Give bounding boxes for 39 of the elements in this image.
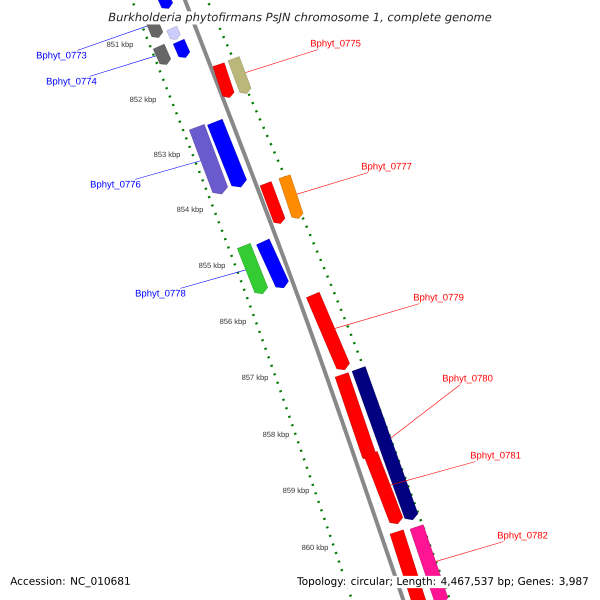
gene-block xyxy=(364,451,403,524)
gene-label: Bphyt_0777 xyxy=(362,162,412,172)
leader-line xyxy=(180,270,246,289)
gene-block xyxy=(306,292,350,370)
gene-block xyxy=(212,62,234,98)
gene-block xyxy=(228,56,252,94)
gene-block xyxy=(237,243,268,294)
leader-line xyxy=(77,26,148,51)
gene-label: Bphyt_0778 xyxy=(136,290,186,298)
leader-line xyxy=(390,384,461,438)
gene-block xyxy=(207,118,247,188)
gene-label: Bphyt_0776 xyxy=(90,180,140,190)
gene-block xyxy=(352,366,418,520)
genome-info-text: Topology: circular; Length: 4,467,537 bp; Genes: 3,987 xyxy=(296,576,590,588)
leader-line xyxy=(296,172,368,194)
gene-label: Bphyt_0782 xyxy=(498,532,548,540)
leader-line xyxy=(134,160,201,180)
gene-block xyxy=(157,0,173,9)
gene-block xyxy=(166,26,181,40)
leader-line xyxy=(245,49,318,73)
gene-block xyxy=(189,124,228,194)
gene-label: Bphyt_0774 xyxy=(46,78,96,86)
accession-text: Accession: NC_010681 xyxy=(9,576,132,588)
gene-label: Bphyt_0780 xyxy=(443,374,493,384)
gene-label: Bphyt_0773 xyxy=(36,52,86,60)
gene-block xyxy=(278,174,304,219)
gene-block xyxy=(260,181,286,224)
title: Burkholderia phytofirmans PsJN chromosome 1, complete genome xyxy=(107,11,493,25)
leader-line xyxy=(390,461,476,486)
gene-block xyxy=(153,44,171,65)
gene-block xyxy=(256,238,289,288)
leader-line xyxy=(436,541,504,562)
gene-label: Bphyt_0779 xyxy=(414,294,464,302)
leader-line xyxy=(334,303,420,329)
gene-label: Bphyt_0775 xyxy=(310,40,361,48)
leader-line xyxy=(89,56,156,77)
gene-block xyxy=(334,372,376,460)
gene-label: Bphyt_0781 xyxy=(471,452,520,460)
gene-block xyxy=(173,38,190,58)
